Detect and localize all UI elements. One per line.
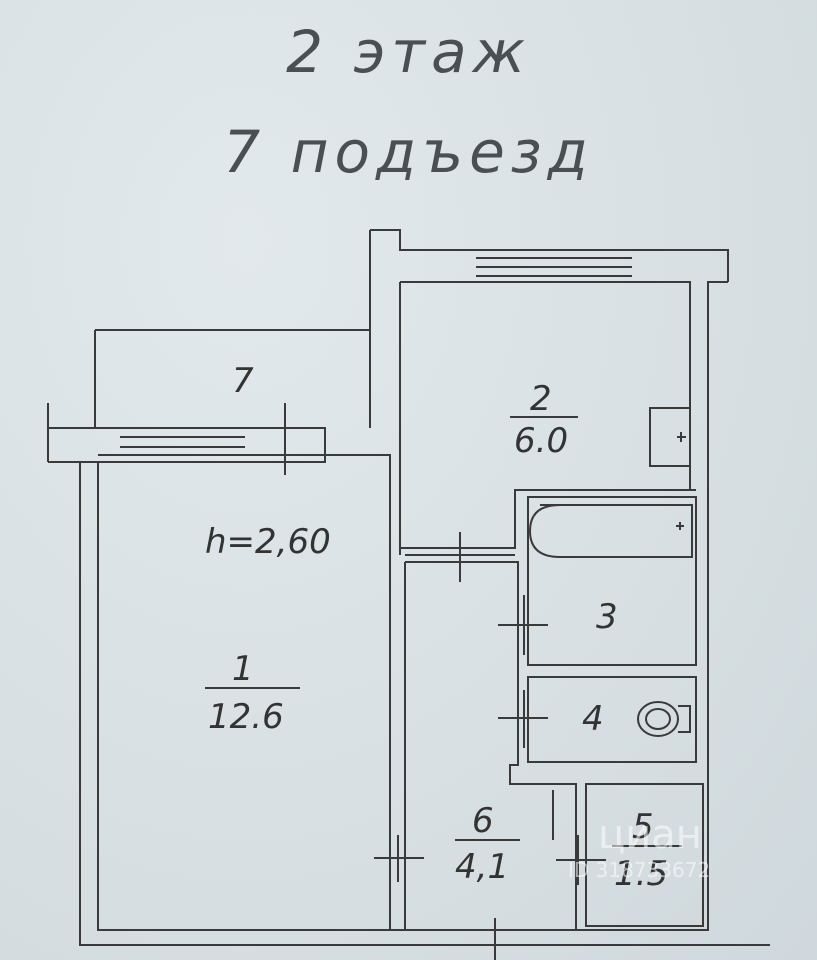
- entrance-title: 7 подъезд: [223, 118, 594, 186]
- outer-wall-left-bottom: [79, 462, 770, 946]
- stove-niche: [649, 407, 691, 467]
- room-7-number: 7: [232, 361, 254, 401]
- room-5-outline: [585, 783, 704, 927]
- watermark-brand: циан: [598, 812, 702, 858]
- room-4-number: 4: [582, 699, 604, 739]
- door-tick-3: [498, 595, 548, 655]
- floor-title: 2 этаж: [286, 18, 531, 86]
- ceiling-height: h=2,60: [205, 522, 331, 562]
- room-4-outline: [527, 676, 697, 763]
- room-5-number: 5: [632, 807, 654, 847]
- room-3-outline: [527, 496, 697, 666]
- door-tick-4: [498, 690, 548, 748]
- top-wall-right: [632, 249, 729, 282]
- window-room-1: [120, 427, 245, 463]
- room-6-outline: [404, 561, 577, 930]
- watermark-id: ID 318733672: [568, 858, 710, 882]
- room-6-number: 6: [472, 801, 494, 841]
- room-2-bottom-wall: [400, 489, 696, 556]
- tap-mark: [676, 522, 684, 530]
- door-tick-6: [374, 835, 424, 882]
- room-1-wall: [98, 454, 391, 930]
- room-2-number: 2: [530, 379, 552, 419]
- toilet-tank: [678, 705, 691, 733]
- door-tick-5: [556, 835, 606, 885]
- window-room-2: [476, 249, 632, 283]
- stove-mark: [677, 432, 686, 442]
- room-5-area: 1.5: [614, 854, 668, 894]
- room-1-area: 12.6: [208, 697, 284, 737]
- toilet-seat: [645, 708, 671, 730]
- left-wall-stub: [47, 403, 120, 463]
- room-2-area: 6.0: [514, 421, 568, 461]
- inner-wall-outline: [97, 281, 728, 931]
- toilet-bowl: [637, 701, 679, 737]
- top-wall-left: [370, 229, 476, 251]
- room-1-number: 1: [232, 649, 254, 689]
- room-3-number: 3: [596, 597, 618, 637]
- room-6-area: 4,1: [455, 847, 509, 887]
- bathtub: [528, 504, 693, 558]
